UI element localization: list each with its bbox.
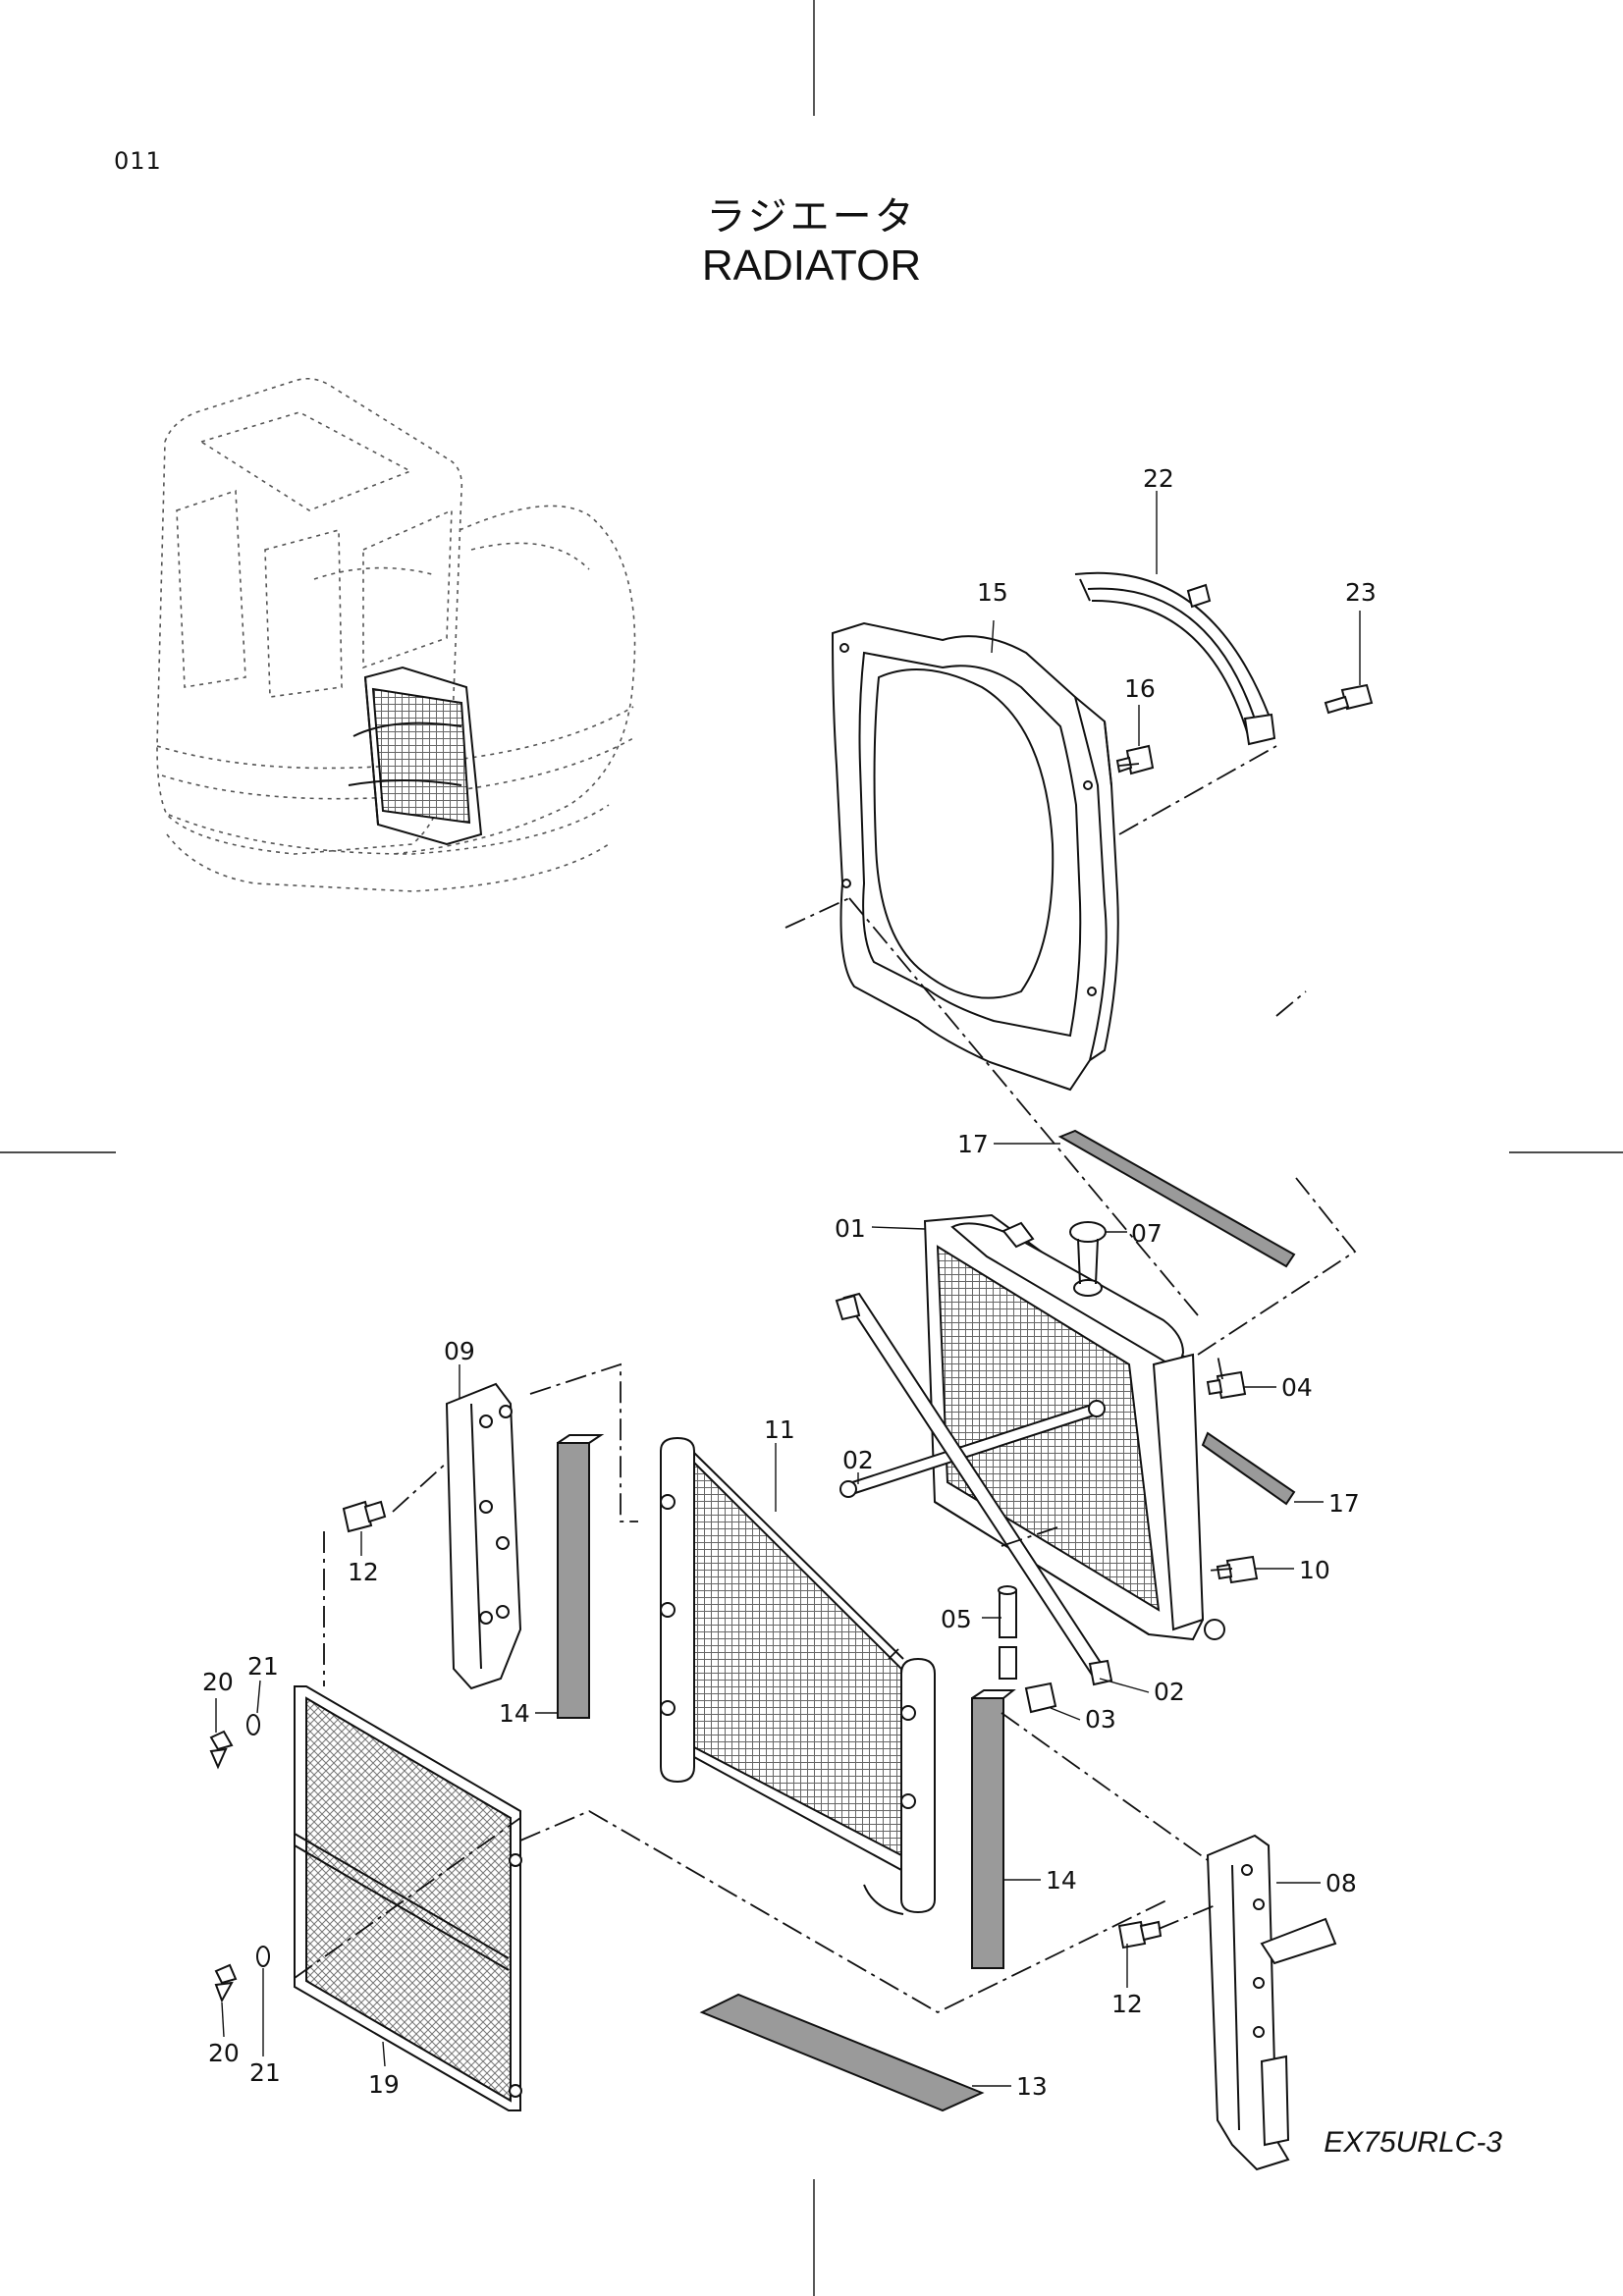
part-seal-left [557, 1434, 605, 1719]
callout-21-lower: 21 [249, 2058, 281, 2087]
part-bracket-left [445, 1382, 522, 1690]
part-wing-bolt-lower [214, 1963, 238, 2003]
callout-23: 23 [1345, 578, 1377, 607]
callout-17-top: 17 [957, 1130, 989, 1158]
callout-22: 22 [1143, 464, 1174, 493]
part-bolt-12-right [1117, 1920, 1163, 1949]
part-washer-upper [246, 1714, 260, 1735]
part-washer-lower [256, 1946, 270, 1967]
callout-04: 04 [1281, 1373, 1313, 1402]
callout-07: 07 [1131, 1219, 1163, 1248]
part-fan-guard [1074, 571, 1276, 746]
part-screen [294, 1685, 522, 2111]
callout-21-upper: 21 [247, 1652, 279, 1681]
callout-labels: 22 15 23 16 17 01 07 04 17 10 02 02 03 0… [202, 464, 1377, 2101]
callout-01: 01 [835, 1214, 866, 1243]
callout-16: 16 [1124, 674, 1156, 703]
callout-05: 05 [941, 1605, 972, 1633]
part-seal-right [971, 1689, 1016, 1969]
callout-13: 13 [1016, 2072, 1048, 2101]
part-stay-upper [839, 1400, 1106, 1498]
callout-11: 11 [764, 1415, 795, 1444]
part-radiator-core [923, 1213, 1225, 1641]
part-bracket-right [1206, 1834, 1337, 2171]
callout-19: 19 [368, 2070, 400, 2099]
callout-02-lower: 02 [1154, 1678, 1185, 1706]
part-bolt-04 [1206, 1370, 1247, 1400]
part-bolt-03 [1024, 1682, 1057, 1714]
callout-leaders [215, 491, 1361, 2087]
callout-12-right: 12 [1111, 1990, 1143, 2018]
callout-10: 10 [1299, 1556, 1330, 1584]
title-english: RADIATOR [701, 241, 922, 290]
callout-12-left: 12 [348, 1558, 379, 1586]
callout-03: 03 [1085, 1705, 1116, 1734]
assembly-lines [294, 745, 1357, 2014]
callout-09: 09 [444, 1337, 475, 1365]
callout-14-left: 14 [499, 1699, 530, 1728]
callout-14-right: 14 [1046, 1866, 1077, 1895]
callout-20-upper: 20 [202, 1668, 234, 1696]
callout-17-side: 17 [1328, 1489, 1360, 1518]
part-hose [998, 1585, 1017, 1680]
title-japanese: ラジエータ [706, 194, 917, 240]
callout-08: 08 [1325, 1869, 1357, 1897]
callout-02-upper: 02 [842, 1446, 874, 1474]
part-oil-cooler [660, 1436, 936, 1915]
part-stay-diagonal [835, 1292, 1113, 1686]
callout-15: 15 [977, 578, 1008, 607]
part-bolt-23 [1324, 683, 1374, 715]
part-bottom-seal [699, 1993, 985, 2112]
part-sponge-strip-top [1057, 1129, 1296, 1268]
part-bolt-16 [1115, 744, 1155, 775]
part-bolt-12-left [342, 1500, 387, 1533]
excavator-overview-illustration [156, 377, 636, 892]
part-fan-shroud [831, 621, 1119, 1092]
part-wing-bolt-upper [209, 1730, 234, 1770]
part-sponge-strip-side [1201, 1431, 1296, 1506]
page-number: 011 [114, 147, 162, 175]
model-code: EX75URLC-3 [1324, 2126, 1502, 2159]
part-radiator-cap [1069, 1221, 1107, 1297]
callout-20-lower: 20 [208, 2039, 240, 2067]
